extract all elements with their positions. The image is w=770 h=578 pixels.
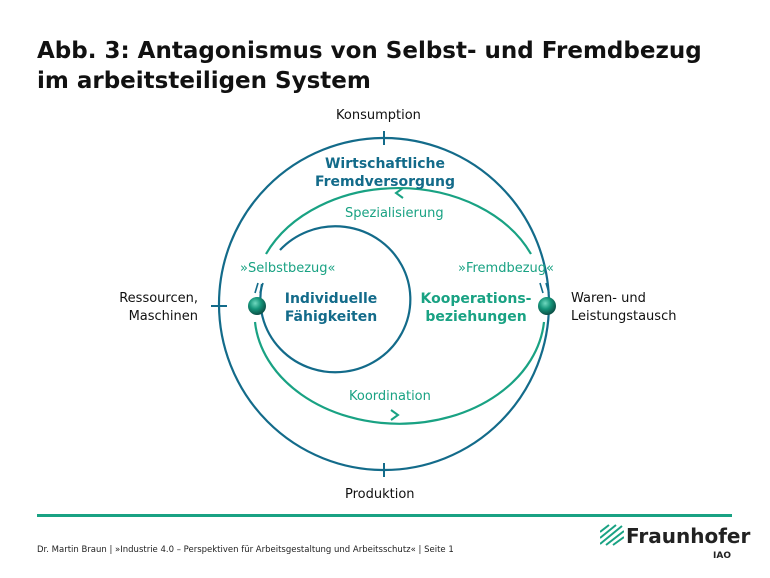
label-warentausch-2: Leistungstausch xyxy=(571,309,677,324)
footer-text: Dr. Martin Braun | »Industrie 4.0 – Pers… xyxy=(37,545,454,555)
node-fremdbezug xyxy=(538,297,556,315)
connector-marks xyxy=(254,282,550,294)
label-faehigkeiten: Individuelle Fähigkeiten xyxy=(276,290,386,326)
label-kooperation-1: Kooperations- xyxy=(420,291,532,307)
label-konsumption: Konsumption xyxy=(336,108,421,123)
arrow-right-icon xyxy=(390,409,400,421)
label-faehigkeiten-1: Individuelle xyxy=(284,291,378,307)
footer-divider xyxy=(37,514,732,517)
label-produktion: Produktion xyxy=(345,487,415,502)
fraunhofer-logo-icon xyxy=(600,524,624,546)
green-top-arc xyxy=(265,186,532,255)
label-fremdversorgung-1: Wirtschaftliche xyxy=(324,156,446,172)
label-kooperation-2: beziehungen xyxy=(425,309,527,325)
label-ressourcen: Ressourcen, Maschinen xyxy=(110,290,198,326)
label-ressourcen-1: Ressourcen, xyxy=(119,291,198,306)
label-ressourcen-2: Maschinen xyxy=(128,309,198,324)
green-bottom-arc xyxy=(253,321,546,425)
label-fremdbezug: »Fremdbezug« xyxy=(458,261,554,276)
label-fremdversorgung-2: Fremdversorgung xyxy=(314,174,456,190)
arrow-left-icon xyxy=(394,187,404,199)
label-warentausch: Waren- und Leistungstausch xyxy=(571,290,676,326)
label-koordination: Koordination xyxy=(349,389,431,404)
label-fremdversorgung: Wirtschaftliche Fremdversorgung xyxy=(300,155,470,191)
label-spezialisierung: Spezialisierung xyxy=(345,206,444,221)
label-faehigkeiten-2: Fähigkeiten xyxy=(284,309,378,325)
logo-sub: IAO xyxy=(713,551,731,561)
label-kooperation: Kooperations- beziehungen xyxy=(416,290,536,326)
label-warentausch-1: Waren- und xyxy=(571,291,646,306)
node-selbstbezug xyxy=(248,297,266,315)
slide-title: Abb. 3: Antagonismus von Selbst- und Fre… xyxy=(37,38,702,94)
logo-name: Fraunhofer xyxy=(626,524,751,548)
inner-circle xyxy=(259,225,412,374)
label-selbstbezug: »Selbstbezug« xyxy=(240,261,336,276)
